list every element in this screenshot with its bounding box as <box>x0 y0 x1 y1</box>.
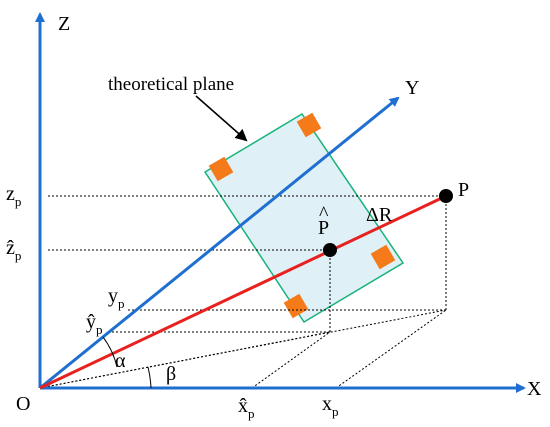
delta-r-label: ΔR <box>366 204 393 226</box>
plane-corner-marker-top-left <box>208 156 234 182</box>
beta-label: β <box>166 363 176 385</box>
point-p <box>439 189 453 203</box>
y-axis-label: Y <box>405 77 419 99</box>
x-p-label: xp <box>322 393 339 419</box>
alpha-label: α <box>115 350 126 372</box>
x-axis-label: X <box>527 378 542 400</box>
angle-alpha-arc <box>102 336 118 368</box>
plane-label: theoretical plane <box>108 74 234 95</box>
point-p-hat-label: P <box>318 217 329 239</box>
plane-corner-marker-bottom-left <box>283 293 309 319</box>
y-p-label: yp <box>108 285 125 311</box>
plane-corner-marker-top-right <box>296 112 322 138</box>
theoretical-plane <box>203 112 405 324</box>
plane-corner-marker-bottom-right <box>370 244 396 270</box>
callout-arrow <box>195 95 248 142</box>
y-axis <box>39 96 400 390</box>
angle-beta-arc <box>147 366 152 389</box>
y-hat-p-label: ŷp <box>86 311 103 337</box>
position-vector <box>39 194 447 390</box>
projection-lines <box>39 195 447 389</box>
point-p-hat-accent: ^ <box>319 203 329 225</box>
point-p-hat <box>323 243 337 257</box>
z-p-label: zp <box>6 183 21 209</box>
z-axis-label: Z <box>58 13 70 35</box>
origin-label: O <box>16 393 30 415</box>
z-hat-p-label: ẑp <box>6 237 21 263</box>
point-p-label: P <box>458 179 469 201</box>
x-hat-p-label: x̂p <box>238 395 255 421</box>
